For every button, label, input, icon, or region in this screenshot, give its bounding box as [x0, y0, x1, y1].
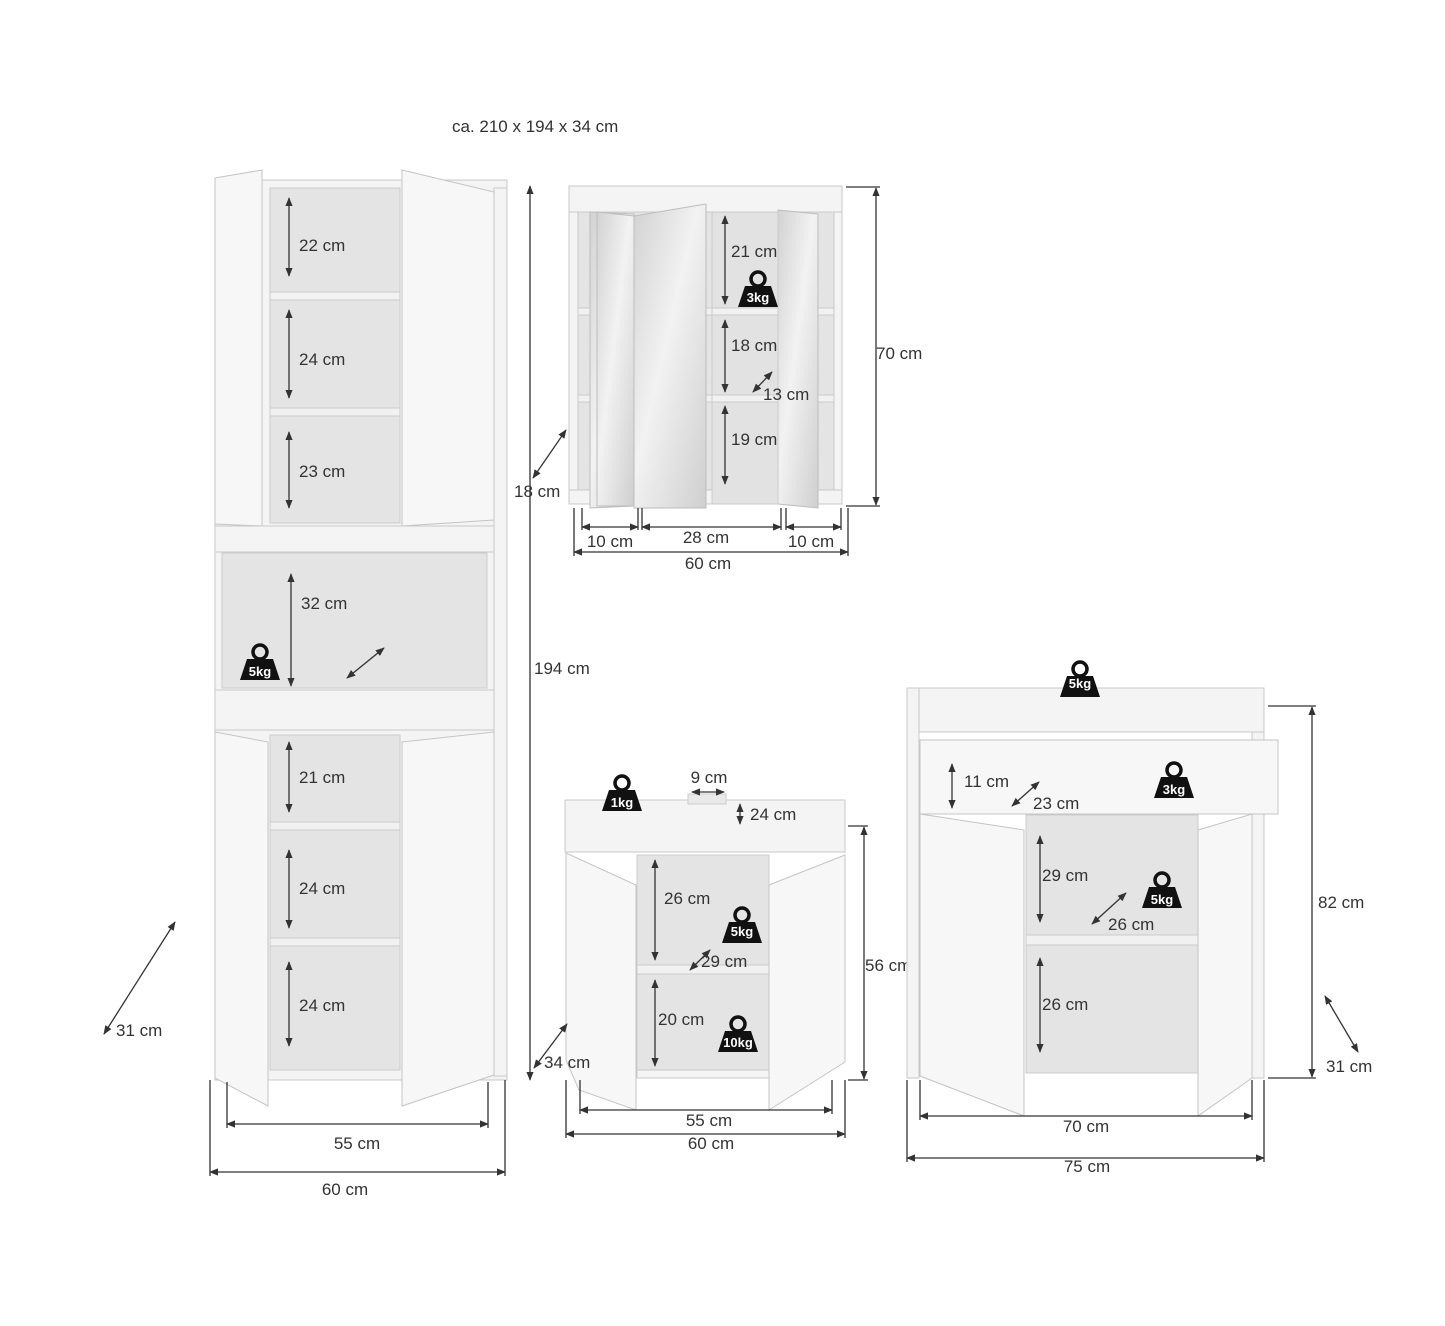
- tall-shelf-height-2: 24 cm: [299, 350, 345, 369]
- tall-lower-shelf-height-2: 24 cm: [299, 879, 345, 898]
- side-inner-width: 70 cm: [1063, 1117, 1109, 1136]
- vanity-inner-width: 55 cm: [686, 1111, 732, 1130]
- tall-lower-shelf-height-3: 24 cm: [299, 996, 345, 1015]
- tall-niche-weight: 5kg: [249, 664, 271, 679]
- mirror-cabinet: [568, 185, 843, 509]
- side-width: 75 cm: [1064, 1157, 1110, 1176]
- tall-shelf-height-1: 22 cm: [299, 236, 345, 255]
- side-right-door: [1197, 813, 1253, 1117]
- vanity-height: 56 cm: [865, 956, 911, 975]
- tall-depth: 31 cm: [116, 1021, 162, 1040]
- side-drawer: [919, 739, 1279, 815]
- mirror-center-shelf-2: [711, 394, 779, 403]
- side-drawer-height: 11 cm: [964, 772, 1009, 791]
- side-top-weight: 5kg: [1069, 676, 1091, 691]
- mirror-shelf-height-1: 21 cm: [731, 242, 777, 261]
- tall-upper-shelf-1: [269, 291, 401, 301]
- tall-lower-shelf-1: [269, 821, 401, 831]
- side-shelf: [1025, 934, 1199, 946]
- tall-upper-left-door: [214, 169, 263, 527]
- mirror-shelf-height-3: 19 cm: [731, 430, 777, 449]
- vanity-right-door: [768, 854, 846, 1111]
- side-shelf-depth: 26 cm: [1108, 915, 1154, 934]
- vanity-cutout-depth: 24 cm: [750, 805, 796, 824]
- overall-dimensions-title: ca. 210 x 194 x 34 cm: [452, 117, 619, 136]
- vanity-cutout-width: 9 cm: [691, 768, 728, 787]
- vanity-shelf-depth: 29 cm: [701, 952, 747, 971]
- tall-side-depth: 18 cm: [514, 482, 560, 501]
- side-cabinet-dimensions: 5kg 11 cm 23 cm 3kg 29 cm 5kg 26 cm 26 c…: [906, 660, 1372, 1176]
- vanity-floor-weight: 10kg: [723, 1035, 753, 1050]
- mirror-right-side: [833, 211, 843, 505]
- side-height: 82 cm: [1318, 893, 1364, 912]
- side-cabinet: [906, 687, 1279, 1117]
- mirror-door-right: [777, 209, 819, 509]
- mirror-center-width: 28 cm: [683, 528, 729, 547]
- side-depth: 31 cm: [1326, 1057, 1372, 1076]
- tall-lower-left-door: [214, 731, 269, 1107]
- side-left-door: [919, 813, 1025, 1117]
- mirror-door-left: [596, 211, 635, 507]
- mirror-shelf-depth: 13 cm: [763, 385, 809, 404]
- tall-niche-height: 32 cm: [301, 594, 347, 613]
- mirror-left-side: [568, 211, 579, 505]
- mirror-left-width: 10 cm: [587, 532, 633, 551]
- tall-middle-divider: [214, 525, 495, 553]
- vanity-width: 60 cm: [688, 1134, 734, 1153]
- vanity-shelf-weight: 5kg: [731, 924, 753, 939]
- tall-lower-right-door: [401, 731, 495, 1107]
- tall-width: 60 cm: [322, 1180, 368, 1199]
- vanity-lower-height: 20 cm: [658, 1010, 704, 1029]
- vanity-upper-height: 26 cm: [664, 889, 710, 908]
- tall-cabinet-side: [493, 187, 508, 1077]
- side-drawer-depth: 23 cm: [1033, 794, 1079, 813]
- vanity-top-weight: 1kg: [611, 795, 633, 810]
- tall-inner-width: 55 cm: [334, 1134, 380, 1153]
- mirror-shelf-height-2: 18 cm: [731, 336, 777, 355]
- side-left-side: [906, 687, 920, 1079]
- side-upper-height: 29 cm: [1042, 866, 1088, 885]
- tall-cabinet: [214, 169, 508, 1107]
- vanity-cutout: [687, 793, 727, 805]
- vanity-bottom: [636, 1069, 770, 1079]
- mirror-cabinet-dimensions: 21 cm 3kg 18 cm 13 cm 19 cm 70 cm 10: [573, 186, 922, 573]
- vanity-cabinet: [564, 793, 846, 1111]
- tall-upper-right-door: [401, 169, 495, 527]
- mirror-right-width: 10 cm: [788, 532, 834, 551]
- mirror-door-center: [633, 203, 707, 509]
- vanity-depth: 34 cm: [544, 1053, 590, 1072]
- side-lower-height: 26 cm: [1042, 995, 1088, 1014]
- mirror-width: 60 cm: [685, 554, 731, 573]
- tall-lower-shelf-2: [269, 937, 401, 947]
- vanity-cabinet-dimensions: 1kg 9 cm 24 cm 26 cm 5kg 29 cm 20 cm 10k…: [533, 768, 911, 1153]
- tall-lower-shelf-height-1: 21 cm: [299, 768, 345, 787]
- tall-shelf-height-3: 23 cm: [299, 462, 345, 481]
- side-drawer-weight: 3kg: [1163, 782, 1185, 797]
- tall-upper-shelf-2: [269, 407, 401, 417]
- mirror-shelf-weight: 3kg: [747, 290, 769, 305]
- tall-height: 194 cm: [534, 659, 590, 678]
- side-shelf-weight: 5kg: [1151, 892, 1173, 907]
- mirror-height: 70 cm: [876, 344, 922, 363]
- mirror-center-shelf-1: [711, 307, 779, 316]
- tall-cabinet-dimensions: 22 cm 24 cm 23 cm 32 cm 5kg 21 cm 24 cm …: [103, 185, 590, 1199]
- tall-niche-bottom: [214, 689, 495, 731]
